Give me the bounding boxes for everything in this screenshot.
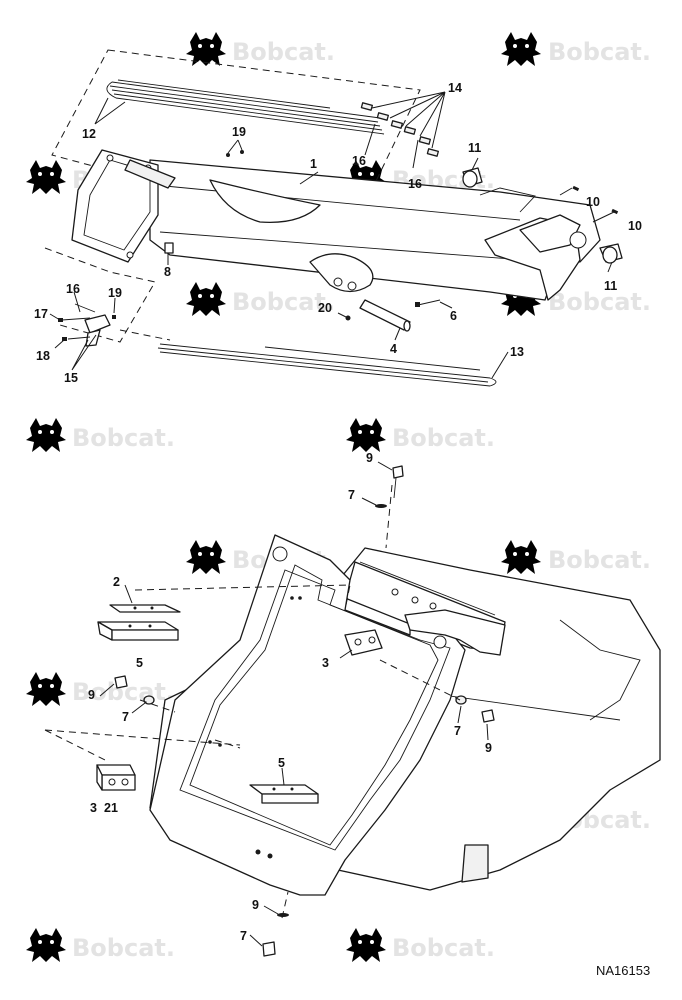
bracket-group-bracket: [44, 247, 156, 343]
callout-7: 7: [122, 710, 129, 724]
leader-lines-bottom: [99, 461, 489, 947]
bobcat-logo-icon: [501, 540, 541, 574]
frame-1: [149, 159, 601, 301]
callout-5: 5: [278, 756, 285, 770]
callout-10: 10: [628, 219, 642, 233]
hose-13: [119, 329, 497, 387]
bracket-8: [164, 242, 174, 254]
body-edge: [559, 619, 641, 721]
callout-17: 17: [34, 307, 48, 321]
pad-5-bottom: [249, 784, 319, 804]
callout-11: 11: [604, 279, 617, 293]
bobcat-logo-icon: [26, 672, 66, 706]
callout-12: 12: [82, 127, 96, 141]
bottom-assembly: 9 7 2 5 3 9 7 7 9 5 3 21 9 7: [44, 451, 661, 957]
bobcat-logo-icon: [186, 282, 226, 316]
watermark-text: Bobcat.: [72, 934, 175, 962]
watermark-text: Bobcat.: [232, 38, 335, 66]
callout-3: 3: [90, 801, 97, 815]
bobcat-logo-icon: [501, 32, 541, 66]
bolt-9-top: [392, 465, 404, 499]
tube-end: [404, 609, 506, 656]
screw-19-top: [226, 150, 244, 157]
callout-10: 10: [586, 195, 600, 209]
nut-20: [345, 315, 351, 321]
callout-16: 16: [408, 177, 422, 191]
bracket-15: [58, 303, 116, 347]
bolt-6: [415, 299, 441, 307]
callout-6: 6: [450, 309, 457, 323]
watermark-text: Bobcat.: [232, 288, 335, 316]
callout-3: 3: [322, 656, 329, 670]
callout-7: 7: [454, 724, 461, 738]
watermark-text: Bobcat.: [72, 424, 175, 452]
shim-2: [109, 604, 181, 613]
bobcat-logo-icon: [26, 418, 66, 452]
mount-plate-large: [149, 534, 466, 896]
leader-lines-top: [49, 91, 615, 379]
callout-21: 21: [104, 801, 118, 815]
watermark-text: Bobcat.: [392, 424, 495, 452]
hose-group-bracket: [51, 49, 421, 236]
pin-4: [359, 299, 411, 332]
mount-plate: [71, 149, 176, 263]
callouts-top: 12 14 19 1 16 16 11 10 10 11 8 16 19 17 …: [34, 81, 642, 385]
pin-10-group: [559, 185, 619, 215]
callout-8: 8: [164, 265, 171, 279]
callout-9: 9: [366, 451, 373, 465]
callouts-bottom: 9 7 2 5 3 9 7 7 9 5 3 21 9 7: [88, 451, 492, 943]
washer-7-left: [143, 695, 155, 705]
callout-11: 11: [468, 141, 481, 155]
washer-7-top: [375, 504, 387, 508]
watermark-text: Bobcat.: [392, 934, 495, 962]
callout-7: 7: [240, 929, 247, 943]
hose-12: [106, 79, 385, 135]
bushing-11-lower: [599, 243, 623, 264]
top-assembly: 12 14 19 1 16 16 11 10 10 11 8 16 19 17 …: [34, 49, 642, 387]
bolt-9-right: [481, 709, 495, 723]
callout-9: 9: [252, 898, 259, 912]
watermark-text: Bobcat.: [548, 546, 651, 574]
bolt-9-left: [114, 675, 128, 689]
bobcat-logo-icon: [26, 928, 66, 962]
bobcat-logo-icon: [26, 160, 66, 194]
callout-13: 13: [510, 345, 524, 359]
callout-18: 18: [36, 349, 50, 363]
callout-19: 19: [232, 125, 246, 139]
bushing-11-upper: [462, 167, 483, 188]
callout-14: 14: [448, 81, 462, 95]
pad-3-center: [344, 629, 383, 656]
callout-4: 4: [390, 342, 397, 356]
watermark-text: Bobcat.: [548, 288, 651, 316]
dashed-leaders-bottom: [44, 484, 461, 919]
callout-5: 5: [136, 656, 143, 670]
callout-16: 16: [352, 154, 366, 168]
bobcat-logo-icon: [346, 418, 386, 452]
callout-16: 16: [66, 282, 80, 296]
callout-1: 1: [310, 157, 317, 171]
bobcat-logo-icon: [346, 928, 386, 962]
pad-5-left: [97, 621, 179, 641]
watermark-text: Bobcat.: [548, 38, 651, 66]
callout-19: 19: [108, 286, 122, 300]
washer-7-right: [455, 695, 467, 705]
fitting-14-group: [360, 102, 439, 157]
callout-2: 2: [113, 575, 120, 589]
body-tab: [461, 844, 489, 883]
callout-9: 9: [88, 688, 95, 702]
bolt-9-bottom: [262, 941, 276, 957]
callout-7: 7: [348, 488, 355, 502]
callout-15: 15: [64, 371, 78, 385]
bobcat-logo-icon: [186, 540, 226, 574]
figure-id: NA16153: [596, 963, 650, 978]
callout-9: 9: [485, 741, 492, 755]
pad-3-21-left: [96, 764, 136, 791]
callout-20: 20: [318, 301, 332, 315]
